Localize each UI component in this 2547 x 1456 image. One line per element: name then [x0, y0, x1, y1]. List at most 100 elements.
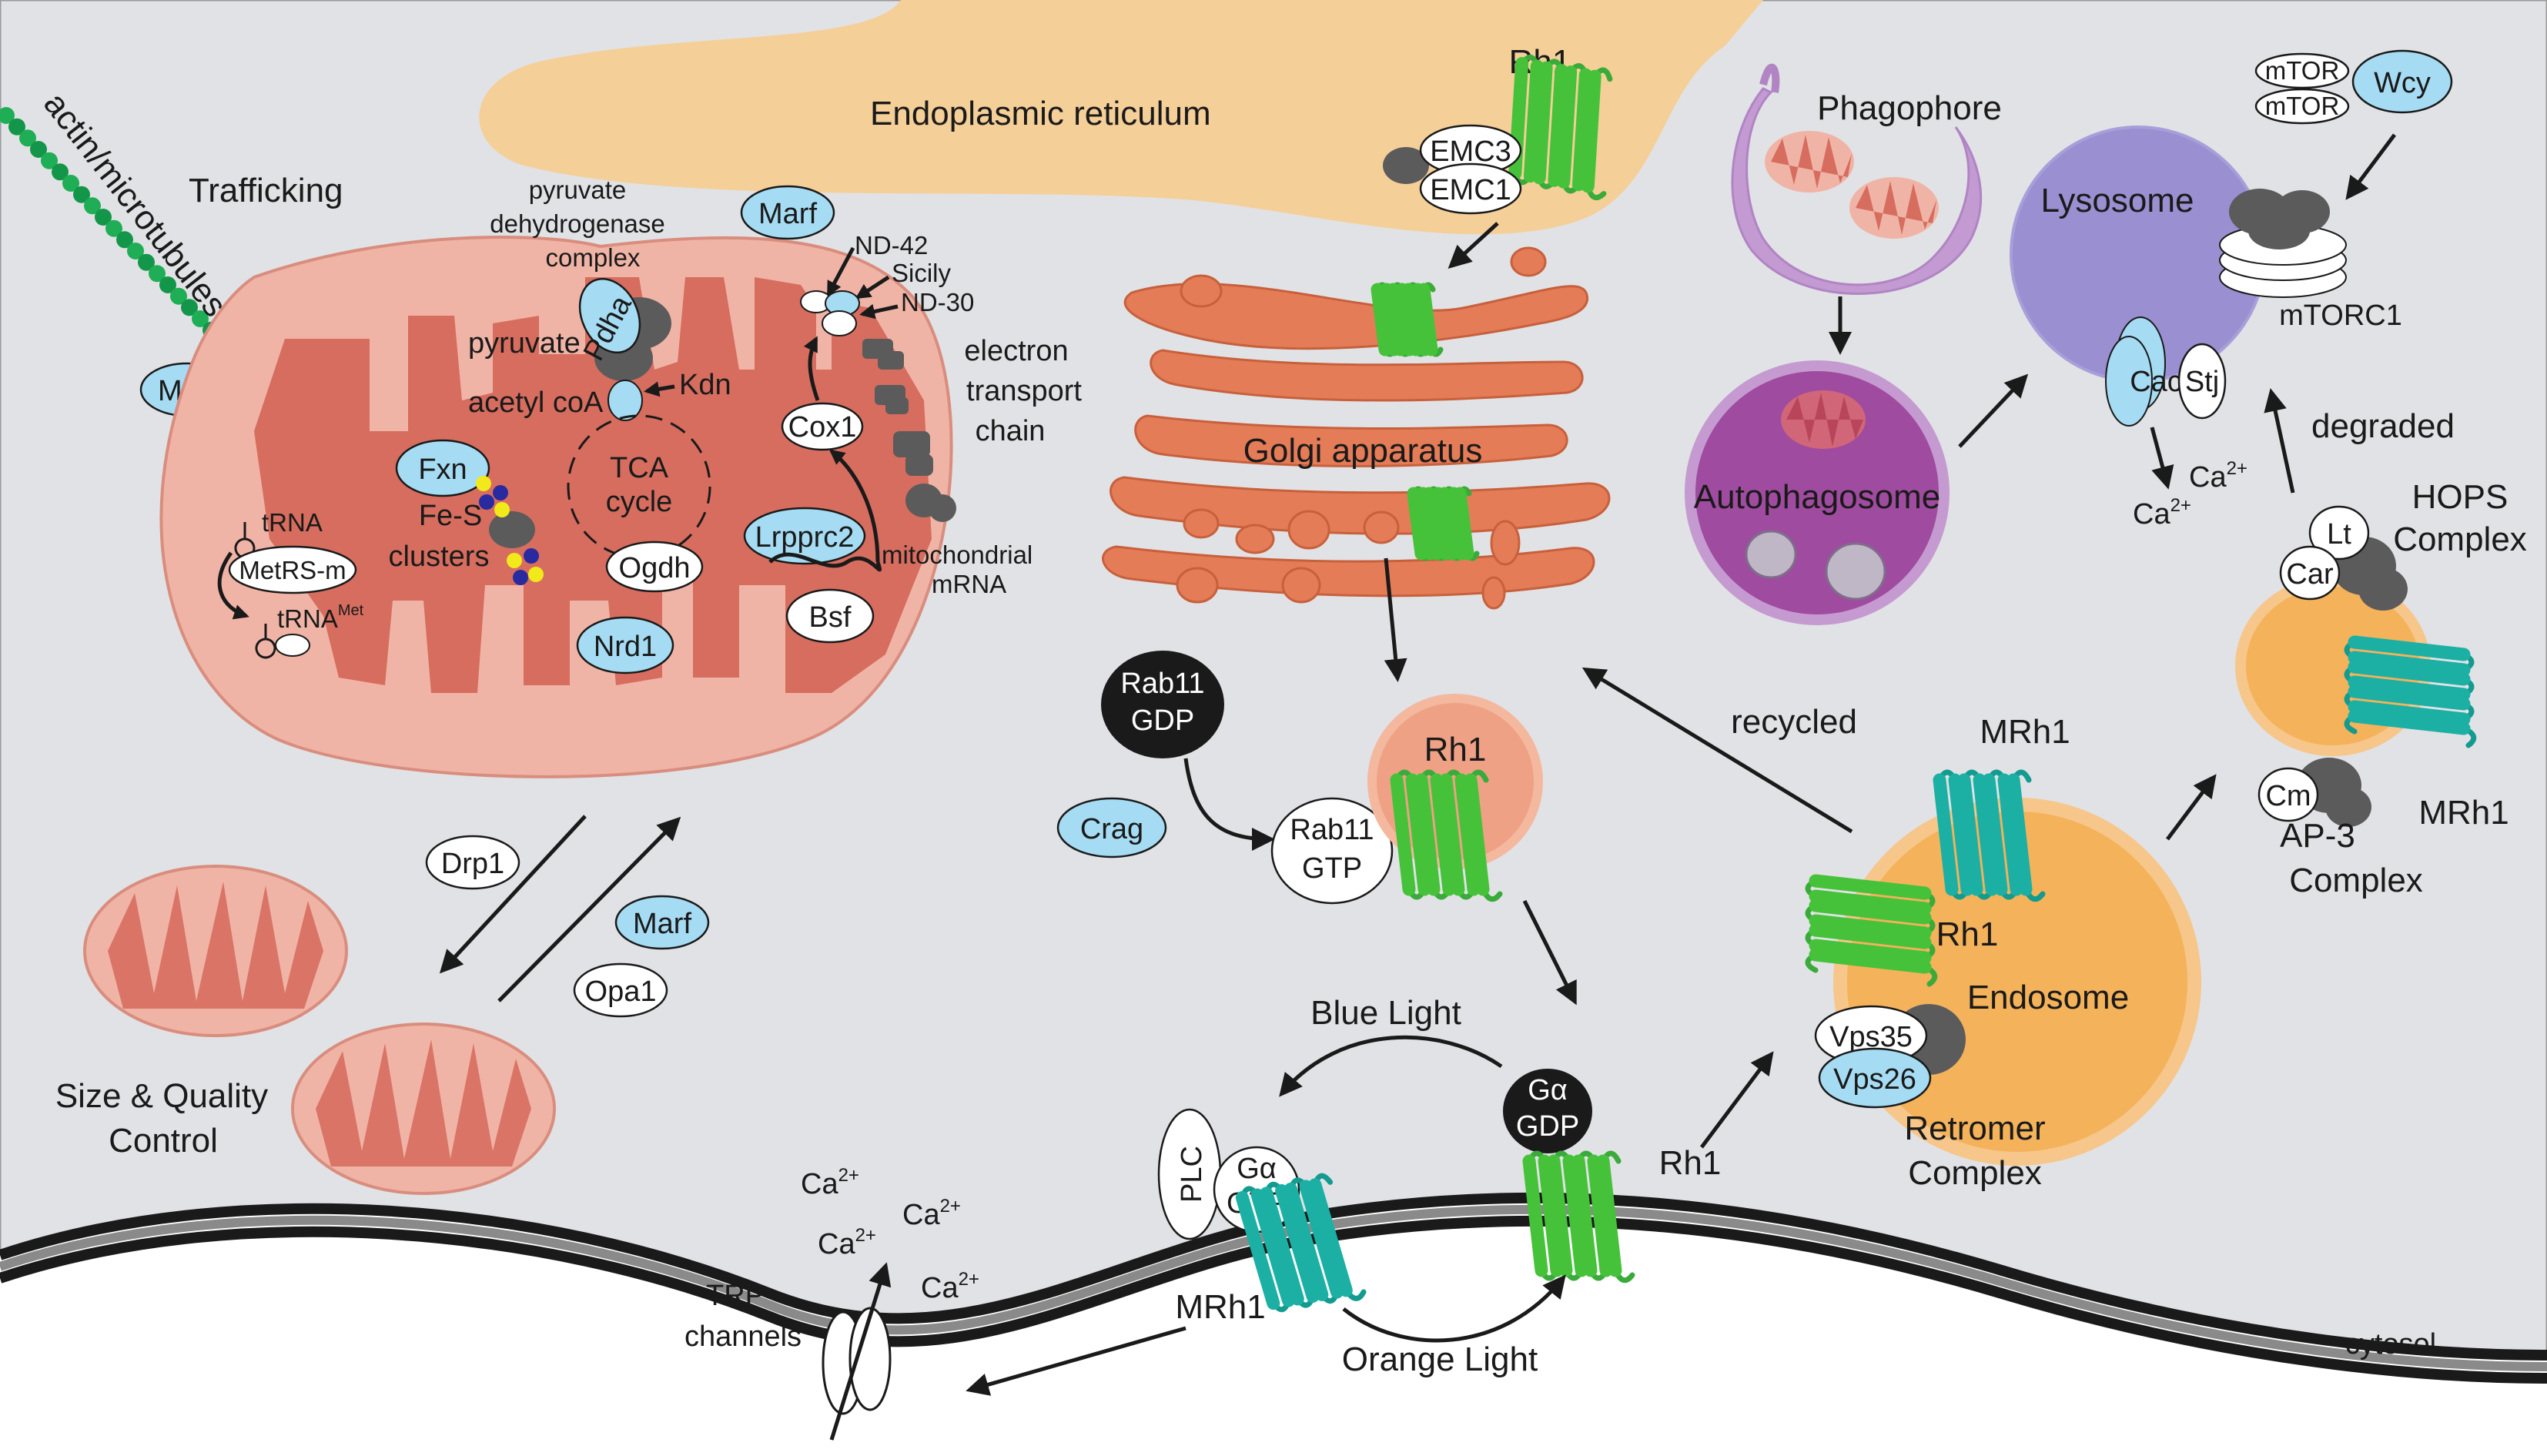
mtor-label-2: mTOR	[2265, 92, 2340, 120]
actin-bead	[138, 253, 155, 271]
rab11-gdp-pill: Rab11 GDP	[1101, 651, 1224, 758]
membrane-to-endosome-arrow	[1700, 1051, 1774, 1149]
mitochondrion-main	[159, 236, 953, 778]
actin-bead	[181, 299, 198, 316]
emc1-label: EMC1	[1430, 174, 1511, 206]
mtor-label-1: mTOR	[2265, 56, 2340, 85]
actin-bead	[116, 231, 133, 249]
mitochondrion-small-1	[83, 865, 348, 1037]
calcium-ions-lysosome: Ca2+ Ca2+	[2133, 458, 2247, 531]
nd30-protein	[822, 310, 857, 336]
svg-text:Ca2+: Ca2+	[2189, 458, 2247, 494]
recycled-arrow	[1581, 667, 1853, 834]
nrd1-label: Nrd1	[594, 631, 657, 663]
actin-bead	[192, 310, 209, 327]
nd30-label: ND-30	[901, 288, 974, 316]
fxn-label: Fxn	[418, 454, 467, 486]
mrh1-membrane-label: MRh1	[1175, 1288, 1265, 1326]
marf-pill-mito: Marf	[740, 185, 835, 240]
svg-text:Ca2+: Ca2+	[921, 1269, 979, 1304]
lt-label: Lt	[2327, 518, 2351, 551]
actin-bead	[84, 197, 101, 215]
rh1-endosome-label: Rh1	[1936, 915, 1999, 953]
ap3-label-line2: Complex	[2289, 862, 2423, 899]
svg-text:Ca2+: Ca2+	[818, 1225, 876, 1260]
trp-channel	[822, 1307, 892, 1415]
pyruvate-label: pyruvate	[468, 327, 581, 360]
crag-pill: Crag	[1056, 797, 1167, 859]
rh1-vesicle-label: Rh1	[1424, 731, 1487, 768]
hops-label-line1: HOPS	[2412, 478, 2509, 516]
trna-label: tRNA	[262, 508, 323, 537]
nd30-arrow	[859, 303, 899, 320]
trp-label-line1: TRP	[706, 1280, 765, 1312]
emc-grey-1	[1383, 147, 1429, 184]
galpha-gdp-label-line2: GDP	[1516, 1110, 1579, 1143]
size-quality-label-line2: Control	[109, 1122, 218, 1160]
mitochondrion-small-2	[291, 1023, 556, 1195]
fe-s-clusters	[476, 476, 544, 585]
actin-bead	[30, 141, 47, 158]
etc-complexes	[862, 339, 956, 522]
autophagosome-label: Autophagosome	[1694, 478, 1940, 516]
lrpprc2-label: Lrpprc2	[755, 521, 855, 554]
stj-label: Stj	[2185, 366, 2219, 398]
ogdh-label: Ogdh	[619, 552, 691, 584]
etc-label-line3: chain	[976, 415, 1046, 447]
svg-text:Ca2+: Ca2+	[801, 1165, 859, 1200]
sicily-arrow	[855, 275, 890, 300]
blue-light-arrow	[1279, 1035, 1503, 1097]
actin-bead	[105, 219, 122, 237]
golgi-apparatus	[1102, 283, 1611, 597]
ogdh-pill: Ogdh	[605, 541, 704, 593]
retromer-label-line2: Complex	[1908, 1154, 2042, 1192]
marf-label: Marf	[633, 908, 691, 940]
autophagosome	[1685, 360, 1950, 625]
trna-met-bound-protein	[275, 634, 310, 657]
calcium-ions-cytosol: Ca2+ Ca2+ Ca2+ Ca2+	[801, 1165, 979, 1304]
ap3-complex: Cm	[2257, 758, 2371, 827]
fission-arrow	[439, 815, 587, 974]
metrs-m-label: MetRS-m	[239, 556, 346, 584]
cac-stj-channel: Cac Stj	[2105, 316, 2227, 427]
degraded-arrow	[2264, 388, 2295, 494]
bsf-label: Bsf	[809, 601, 852, 634]
golgi-to-vesicle-arrow	[1384, 557, 1407, 682]
er-to-golgi-arrow	[1448, 222, 1499, 269]
trna-arrow	[217, 551, 249, 620]
nd42-label: ND-42	[855, 231, 928, 259]
pdh-label-line1: pyruvate	[529, 176, 627, 204]
vesicle-to-membrane-arrow	[1522, 899, 1577, 1006]
mtorc1-complex	[2219, 189, 2347, 298]
kdn-label: Kdn	[679, 369, 731, 401]
galpha-gtp-label-line1: Gα	[1237, 1153, 1277, 1185]
cox1-label: Cox1	[788, 411, 857, 443]
vps26-pill: Vps26	[1818, 1047, 1932, 1109]
pdh-label-line3: complex	[546, 243, 641, 272]
hops-label-line2: Complex	[2393, 520, 2527, 558]
actin-bead	[95, 209, 112, 226]
cytosol-label: cytosol	[2345, 1328, 2436, 1361]
hops-complex: Lt Car	[2279, 505, 2408, 611]
mrh1-to-trp-arrow	[966, 1326, 1186, 1396]
degraded-label: degraded	[2311, 407, 2455, 445]
trna-met-icon	[255, 624, 276, 659]
etc-label-line2: transport	[966, 375, 1082, 407]
golgi-vesicles	[1176, 246, 1547, 610]
actin-bead	[62, 175, 79, 192]
emc1-pill: EMC1	[1419, 162, 1522, 215]
vps26-label: Vps26	[1833, 1063, 1916, 1096]
wcy-to-mtorc1-arrow	[2345, 133, 2396, 200]
fes-label-line1: Fe-S	[419, 500, 482, 532]
fxn-pill: Fxn	[395, 439, 490, 497]
galpha-gdp-pill: Gα GDP	[1503, 1069, 1592, 1153]
cox1-arrow	[803, 336, 820, 401]
rab11-gdp-label-line2: GDP	[1131, 705, 1194, 737]
opa1-pill: Opa1	[573, 962, 668, 1018]
sicily-label: Sicily	[892, 259, 952, 287]
marf-pill-fusion: Marf	[614, 895, 710, 950]
car-label: Car	[2286, 558, 2334, 591]
cox1-pill: Cox1	[781, 402, 864, 451]
